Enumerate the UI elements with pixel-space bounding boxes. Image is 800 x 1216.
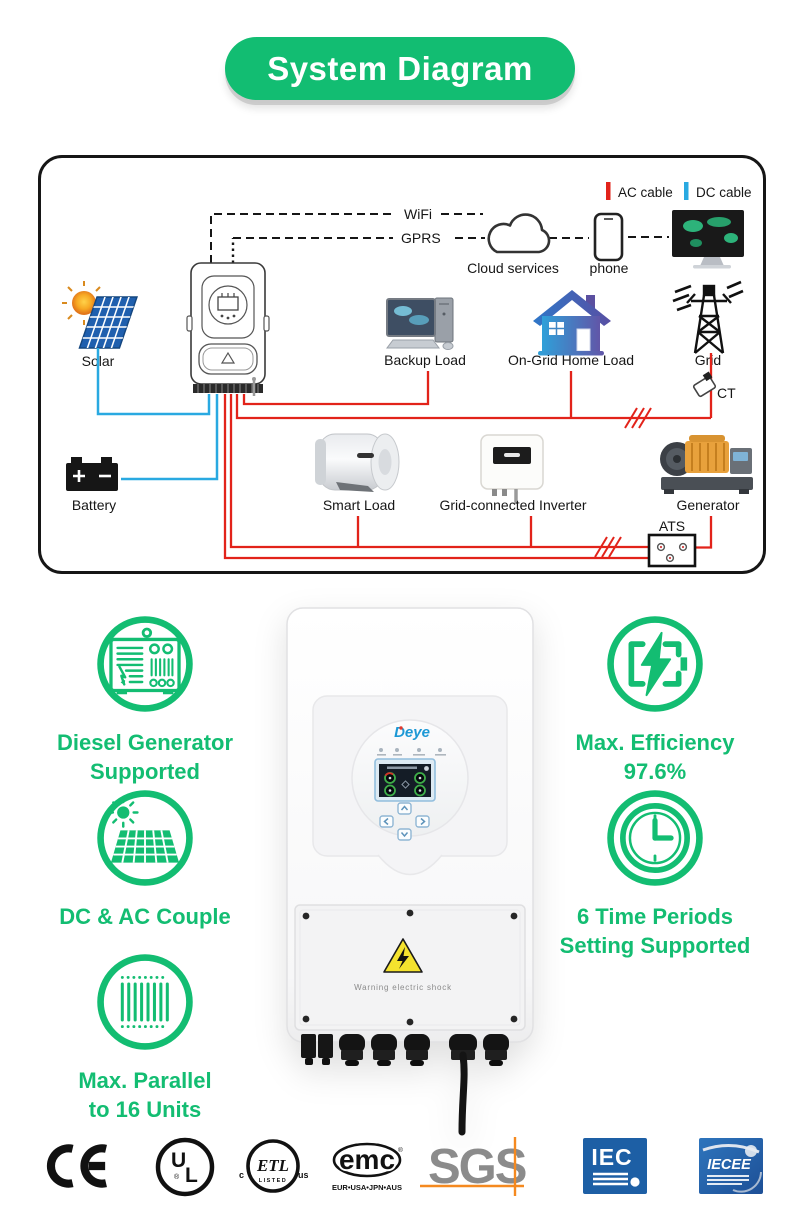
grid-ac-wire <box>235 394 711 420</box>
dc-cable-swatch <box>684 182 689 200</box>
iecee-text: IECEE <box>707 1157 752 1173</box>
cloud-label: Cloud services <box>467 260 559 276</box>
ct-icon <box>692 371 717 398</box>
phone-label: phone <box>590 260 629 276</box>
etl-sub: LISTED <box>259 1178 288 1184</box>
feature-line: Supported <box>89 758 200 784</box>
etl-text: ETL <box>256 1156 289 1175</box>
iec-text: IEC <box>591 1144 632 1170</box>
page-title: System Diagram <box>267 49 533 87</box>
feature-time-periods: 6 Time Periods Setting Supported <box>540 786 770 960</box>
ul-l: L <box>185 1164 198 1187</box>
cert-iec-logo: IEC <box>583 1138 647 1194</box>
feature-line: to 16 Units <box>88 1096 202 1122</box>
parallel-units-icon <box>97 954 193 1050</box>
smart-load-icon <box>315 433 400 492</box>
cable-glands <box>301 1034 509 1136</box>
wifi-line <box>210 213 393 263</box>
feature-line: Setting Supported <box>559 932 751 958</box>
feature-line: DC & AC Couple <box>59 904 231 929</box>
system-diagram-panel: AC cable DC cable WiFi GPRS Cloud servic… <box>38 155 766 574</box>
feature-diesel-generator: Diesel Generator Supported <box>30 612 260 786</box>
brand-logo: Deye <box>394 724 430 741</box>
backup-load-label: Backup Load <box>384 352 466 368</box>
ct-label: CT <box>717 385 736 401</box>
ats-icon <box>647 533 697 568</box>
feature-dc-ac-couple: DC & AC Couple <box>30 786 260 932</box>
diesel-generator-icon <box>97 616 193 712</box>
smart-load-label: Smart Load <box>323 497 395 513</box>
ac-cable-swatch <box>606 182 611 200</box>
etl-us: us <box>298 1170 308 1180</box>
generator-label: Generator <box>676 497 739 513</box>
lcd-screen <box>374 758 436 802</box>
grid-icon <box>672 280 744 354</box>
emc-sub: EUR•USA•JPN•AUS <box>332 1183 402 1192</box>
warning-text: Warning electric shock <box>354 983 452 992</box>
feature-line: Max. Efficiency <box>575 730 735 755</box>
grid-label: Grid <box>695 352 721 368</box>
cert-emc-logo: emc ® EUR•USA•JPN•AUS <box>330 1138 404 1196</box>
nav-buttons <box>379 802 430 841</box>
led-indicators <box>377 748 446 756</box>
ul-u: U <box>171 1149 186 1172</box>
cert-etl-logo: ETL LISTED c us <box>238 1136 308 1198</box>
cert-ul-logo: U L ® <box>154 1136 216 1198</box>
monitor-icon <box>672 210 744 269</box>
legend: AC cable DC cable <box>606 182 752 200</box>
power-cable <box>458 1051 468 1136</box>
feature-line: 97.6% <box>623 758 687 784</box>
system-diagram: AC cable DC cable WiFi GPRS Cloud servic… <box>62 182 753 568</box>
inverter-product-image: Deye <box>280 600 540 1145</box>
wifi-label: WiFi <box>404 206 432 222</box>
cloud-icon <box>487 213 551 254</box>
hybrid-inverter-icon <box>186 262 270 396</box>
solar-icon <box>62 281 139 349</box>
emc-text: emc <box>339 1144 395 1175</box>
cert-sgs-logo: SGS <box>420 1134 535 1198</box>
emc-reg: ® <box>398 1146 403 1154</box>
feature-line: Diesel Generator <box>56 730 234 755</box>
wiring-cover: Warning electric shock <box>294 904 526 1031</box>
battery-label: Battery <box>72 497 116 513</box>
clock-icon <box>607 790 703 886</box>
generator-icon <box>660 435 753 494</box>
dc-cable-label: DC cable <box>696 185 752 200</box>
ats-label: ATS <box>659 518 685 534</box>
cert-ce-logo: CE <box>40 1140 116 1192</box>
grid-connected-inverter-label: Grid-connected Inverter <box>439 497 586 513</box>
home-load-icon <box>533 290 611 356</box>
cert-iecee-logo: IECEE <box>699 1138 763 1194</box>
feature-line: Max. Parallel <box>78 1068 212 1093</box>
battery-icon <box>66 457 118 491</box>
grid-connected-inverter-icon <box>480 434 544 504</box>
genport-ac-wire <box>229 394 653 549</box>
gprs-label: GPRS <box>401 230 441 246</box>
solar-dc-wire <box>96 348 211 416</box>
phone-icon <box>593 212 624 262</box>
backup-ac-wire <box>242 371 430 406</box>
title-banner: System Diagram <box>225 37 575 100</box>
ul-reg: ® <box>174 1173 180 1181</box>
solar-couple-icon <box>97 790 193 886</box>
battery-dc-wire <box>121 394 219 481</box>
battery-efficiency-icon <box>607 616 703 712</box>
feature-line: 6 Time Periods <box>576 904 734 929</box>
feature-max-efficiency: Max. Efficiency 97.6% <box>540 612 770 786</box>
backup-load-icon <box>386 297 454 350</box>
multi-wire-slashes <box>594 407 652 558</box>
home-load-label: On-Grid Home Load <box>508 352 634 368</box>
feature-max-parallel: Max. Parallel to 16 Units <box>30 950 260 1124</box>
ac-cable-label: AC cable <box>618 185 673 200</box>
etl-c: c <box>239 1170 244 1180</box>
